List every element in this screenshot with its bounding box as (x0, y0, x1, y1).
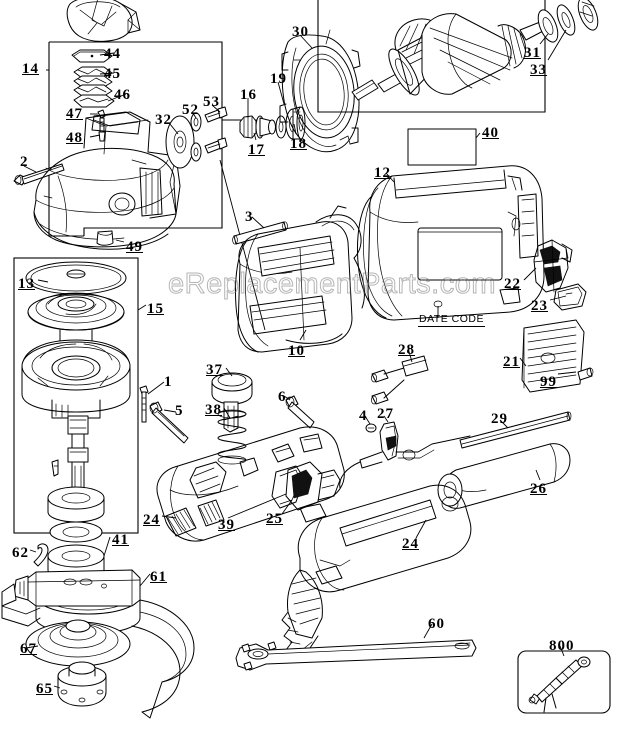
date-code-label: DATE CODE (418, 313, 485, 327)
part-4-27-lever (339, 421, 471, 489)
callout-33: 33 (530, 62, 547, 78)
callout-800: 800 (549, 638, 575, 654)
callout-28: 28 (398, 342, 415, 358)
part-5-screw (149, 401, 189, 444)
callout-29: 29 (491, 411, 508, 427)
part-38-spring (217, 409, 247, 465)
callout-31: 31 (524, 45, 541, 61)
callout-46: 46 (114, 87, 131, 103)
part-1-screw (139, 385, 149, 423)
part-32-52-53 (165, 106, 228, 169)
callout-40: 40 (482, 125, 499, 141)
callout-44: 44 (104, 46, 121, 62)
part-30-housing (279, 29, 361, 153)
callout-6: 6 (278, 389, 287, 405)
part-15-gear (27, 292, 125, 331)
part-62-clip (33, 543, 49, 567)
callout-67: 67 (20, 641, 37, 657)
callout-61: 61 (150, 569, 167, 585)
part-24-housing-half (156, 426, 345, 542)
callout-41: 41 (112, 532, 129, 548)
callout-39: 39 (218, 517, 235, 533)
callout-19: 19 (270, 71, 287, 87)
callout-5: 5 (175, 403, 184, 419)
part-61-guard (1, 569, 195, 719)
callout-10: 10 (288, 343, 305, 359)
callout-48: 48 (66, 130, 83, 146)
part-2-bolt (13, 163, 65, 186)
part-800-accessory (517, 650, 611, 714)
part-13-gear-cover (25, 261, 127, 295)
callout-37: 37 (206, 362, 223, 378)
callout-22: 22 (504, 276, 521, 292)
callout-49: 49 (126, 239, 143, 255)
part-bearing-plate (21, 329, 131, 419)
part-47-48-pin (97, 109, 106, 142)
part-60-wrench (235, 639, 477, 671)
callout-17: 17 (248, 142, 265, 158)
callout-38: 38 (205, 402, 222, 418)
callout-21: 21 (503, 354, 520, 370)
callout-99: 99 (540, 374, 557, 390)
part-bearings-lower (47, 486, 105, 543)
callout-13: 13 (18, 276, 35, 292)
part-28-lead (371, 355, 429, 405)
part-37-knob (211, 372, 253, 433)
callout-62: 62 (12, 545, 29, 561)
callout-1: 1 (164, 374, 173, 390)
part-12-motor-housing (357, 165, 545, 321)
callout-32: 32 (155, 112, 172, 128)
part-10-field (235, 205, 365, 353)
callout-60: 60 (428, 616, 445, 632)
part-22-23-brush (533, 239, 587, 311)
part-65-inner-flange (57, 661, 107, 707)
callout-16: 16 (240, 87, 257, 103)
callout-12: 12 (374, 165, 391, 181)
callout-65: 65 (36, 681, 53, 697)
part-21-99-plate (521, 319, 594, 393)
callout-30: 30 (292, 24, 309, 40)
callout-25: 25 (266, 511, 283, 527)
part-44-plate (71, 49, 113, 63)
callout-24: 24 (143, 512, 160, 528)
part-26-handle (437, 443, 571, 509)
callout-2: 2 (20, 154, 29, 170)
part-14-gear-case (33, 111, 181, 250)
part-46-plate (73, 94, 115, 108)
callout-leaders (23, 29, 577, 689)
part-armature (351, 0, 599, 101)
callout-23: 23 (531, 298, 548, 314)
part-fan-top (66, 0, 141, 42)
callout-3: 3 (245, 209, 254, 225)
callout-53: 53 (203, 94, 220, 110)
callout-15: 15 (147, 301, 164, 317)
part-3-pin (232, 221, 288, 245)
callout-24: 24 (402, 536, 419, 552)
callout-26: 26 (530, 481, 547, 497)
callout-4: 4 (359, 408, 368, 424)
part-6-screw (285, 395, 315, 429)
callout-52: 52 (182, 102, 199, 118)
callout-18: 18 (290, 136, 307, 152)
callout-45: 45 (104, 66, 121, 82)
callout-27: 27 (377, 406, 394, 422)
part-29-rod (459, 411, 572, 449)
callout-47: 47 (66, 106, 83, 122)
part-spindle (51, 415, 89, 499)
callout-14: 14 (22, 61, 39, 77)
part-67-flange (25, 619, 131, 667)
